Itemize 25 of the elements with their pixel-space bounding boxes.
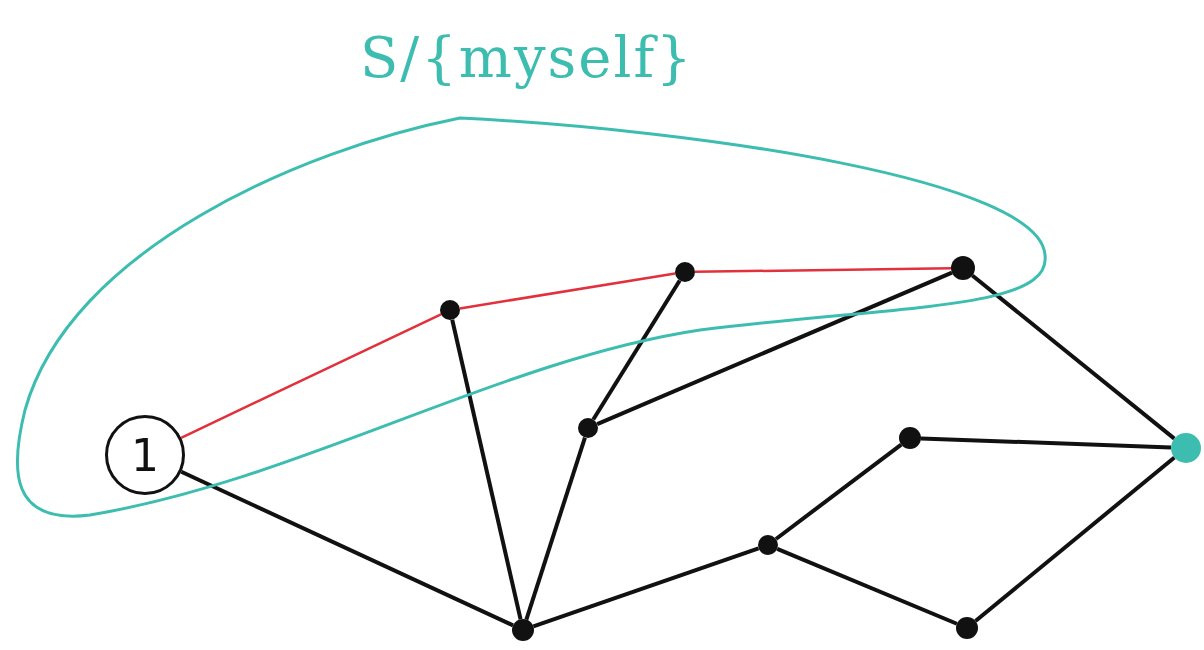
vertex-dot bbox=[512, 619, 534, 641]
vertex-dot bbox=[758, 535, 778, 555]
vertex-dot bbox=[675, 262, 695, 282]
edge-line bbox=[459, 272, 676, 310]
vertex-dot bbox=[1171, 433, 1201, 463]
edge-line bbox=[774, 443, 903, 541]
edge-line bbox=[180, 313, 442, 439]
edge-line bbox=[591, 279, 682, 421]
set-title: S/{myself} bbox=[360, 25, 694, 90]
edge-line bbox=[532, 546, 760, 629]
edge-line bbox=[920, 436, 1172, 450]
vertex-dot bbox=[899, 427, 921, 449]
edge-line bbox=[971, 274, 1176, 441]
edge-line bbox=[180, 470, 514, 628]
numbered-node: 1 bbox=[105, 415, 185, 495]
edge-line bbox=[596, 270, 953, 426]
edge-line bbox=[776, 547, 958, 626]
edge-line bbox=[450, 319, 523, 620]
vertex-dot bbox=[578, 418, 598, 438]
vertex-dot bbox=[956, 617, 978, 639]
vertex-dot bbox=[440, 300, 460, 320]
edge-line bbox=[974, 455, 1176, 623]
edge-line bbox=[524, 436, 587, 621]
edge-line bbox=[694, 266, 952, 274]
vertex-dot bbox=[951, 256, 975, 280]
